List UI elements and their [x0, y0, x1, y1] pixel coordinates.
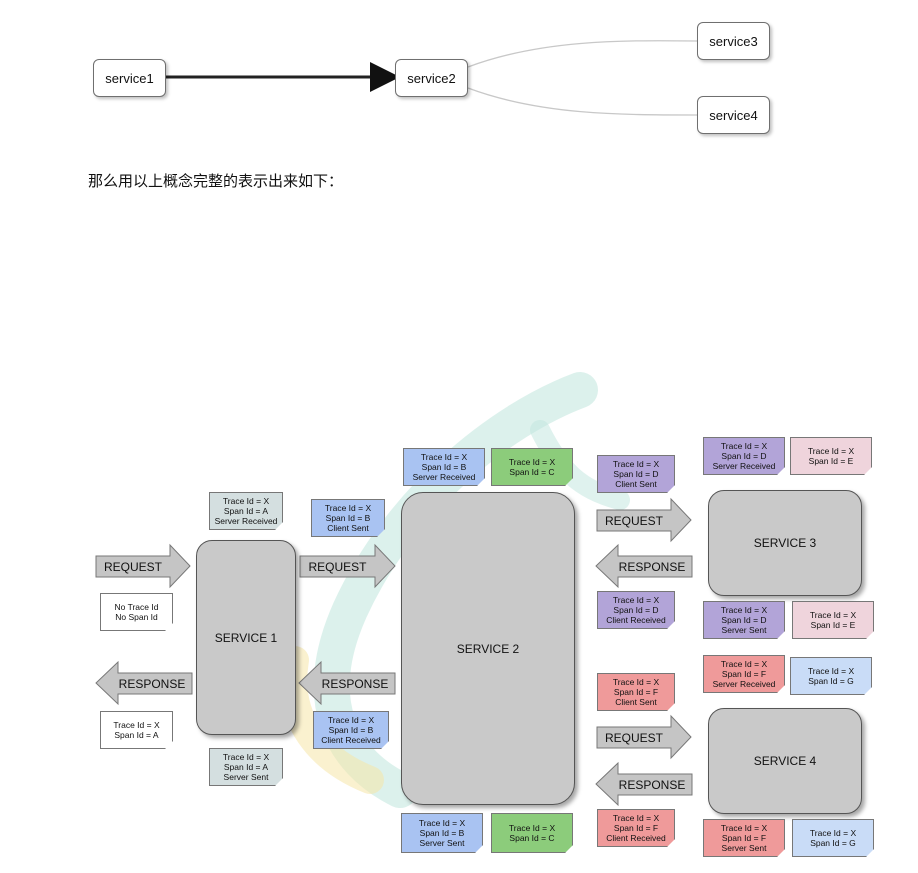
service-2-box: SERVICE 2 — [401, 492, 575, 805]
node-service1: service1 — [93, 59, 166, 97]
request-arrow-2 — [299, 543, 396, 589]
service-4-box: SERVICE 4 — [708, 708, 862, 814]
response-arrow-3 — [595, 543, 693, 589]
node-service2: service2 — [395, 59, 468, 97]
response-arrow-4 — [595, 761, 693, 807]
link-service2-to-service4 — [467, 87, 698, 116]
top-diagram-connectors — [166, 40, 698, 116]
request-arrow-4 — [596, 714, 692, 760]
node-service3: service3 — [697, 22, 770, 60]
link-service2-to-service3 — [467, 40, 698, 68]
request-arrow-3 — [596, 497, 692, 543]
node-service4: service4 — [697, 96, 770, 134]
response-arrow-1 — [95, 660, 193, 706]
request-arrow-1 — [95, 543, 191, 589]
caption-text: 那么用以上概念完整的表示出来如下： — [88, 172, 344, 190]
service-3-box: SERVICE 3 — [708, 490, 862, 596]
response-arrow-2 — [298, 660, 396, 706]
service-1-box: SERVICE 1 — [196, 540, 296, 735]
